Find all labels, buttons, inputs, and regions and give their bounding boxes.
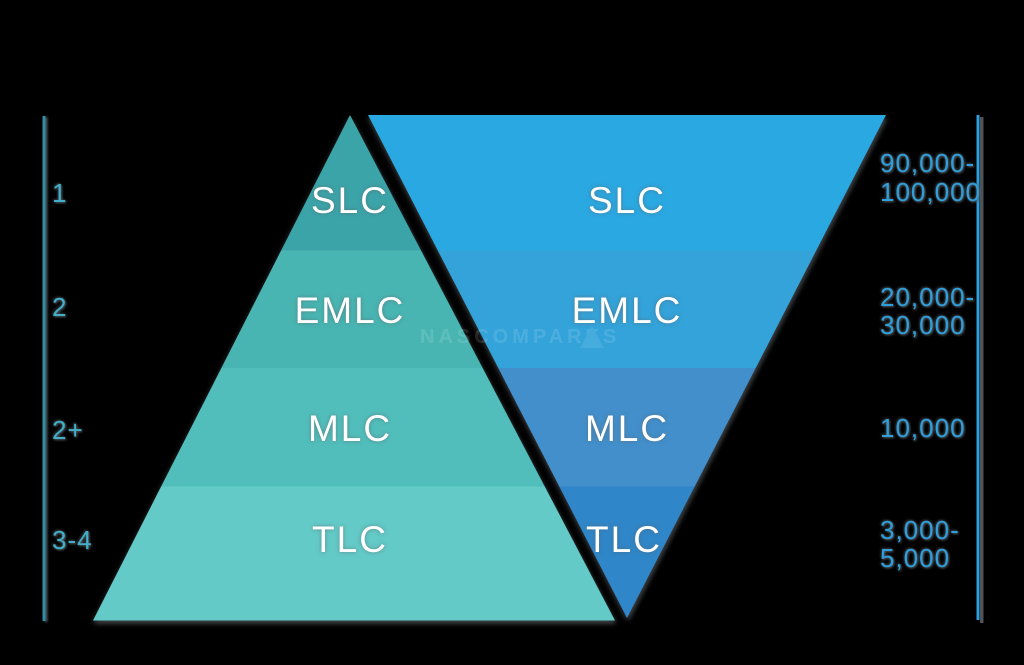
- left-axis-line: [42, 116, 46, 621]
- upright-label-emlc: EMLC: [295, 290, 406, 331]
- upright-label-tlc: TLC: [312, 519, 388, 560]
- inverted-band-slc: [368, 115, 886, 251]
- right-scale-mlc-line1: 10,000: [880, 413, 966, 443]
- right-scale-slc-line1: 90,000-: [880, 148, 975, 178]
- upright-label-slc: SLC: [311, 180, 389, 221]
- left-scale-label-2: 2: [52, 292, 67, 322]
- right-axis-line: [976, 115, 980, 620]
- watermark-text: NASCOMPARES: [420, 326, 620, 348]
- right-scale-emlc-line1: 20,000-: [880, 282, 975, 312]
- left-axis: 1 2 2+ 3-4: [42, 116, 93, 621]
- inverted-label-slc: SLC: [588, 180, 666, 221]
- right-scale-emlc-line2: 30,000: [880, 310, 966, 340]
- upright-label-mlc: MLC: [308, 408, 392, 449]
- watermark-triangle-icon: [580, 326, 604, 348]
- inverted-label-emlc: EMLC: [572, 290, 683, 331]
- left-scale-label-2plus: 2+: [52, 415, 84, 445]
- right-scale-tlc-line1: 3,000-: [880, 515, 960, 545]
- right-axis-shadow: [980, 117, 984, 623]
- inverted-label-tlc: TLC: [586, 519, 662, 560]
- left-scale-label-3-4: 3-4: [52, 525, 93, 555]
- right-scale-tlc-line2: 5,000: [880, 543, 950, 573]
- upright-band-tlc: [93, 486, 615, 621]
- right-axis: 90,000- 100,000 20,000- 30,000 10,000 3,…: [880, 115, 984, 623]
- watermark: NASCOMPARES: [420, 326, 620, 348]
- inverted-label-mlc: MLC: [585, 408, 669, 449]
- left-scale-label-1: 1: [52, 178, 67, 208]
- right-scale-slc-line2: 100,000: [880, 177, 981, 207]
